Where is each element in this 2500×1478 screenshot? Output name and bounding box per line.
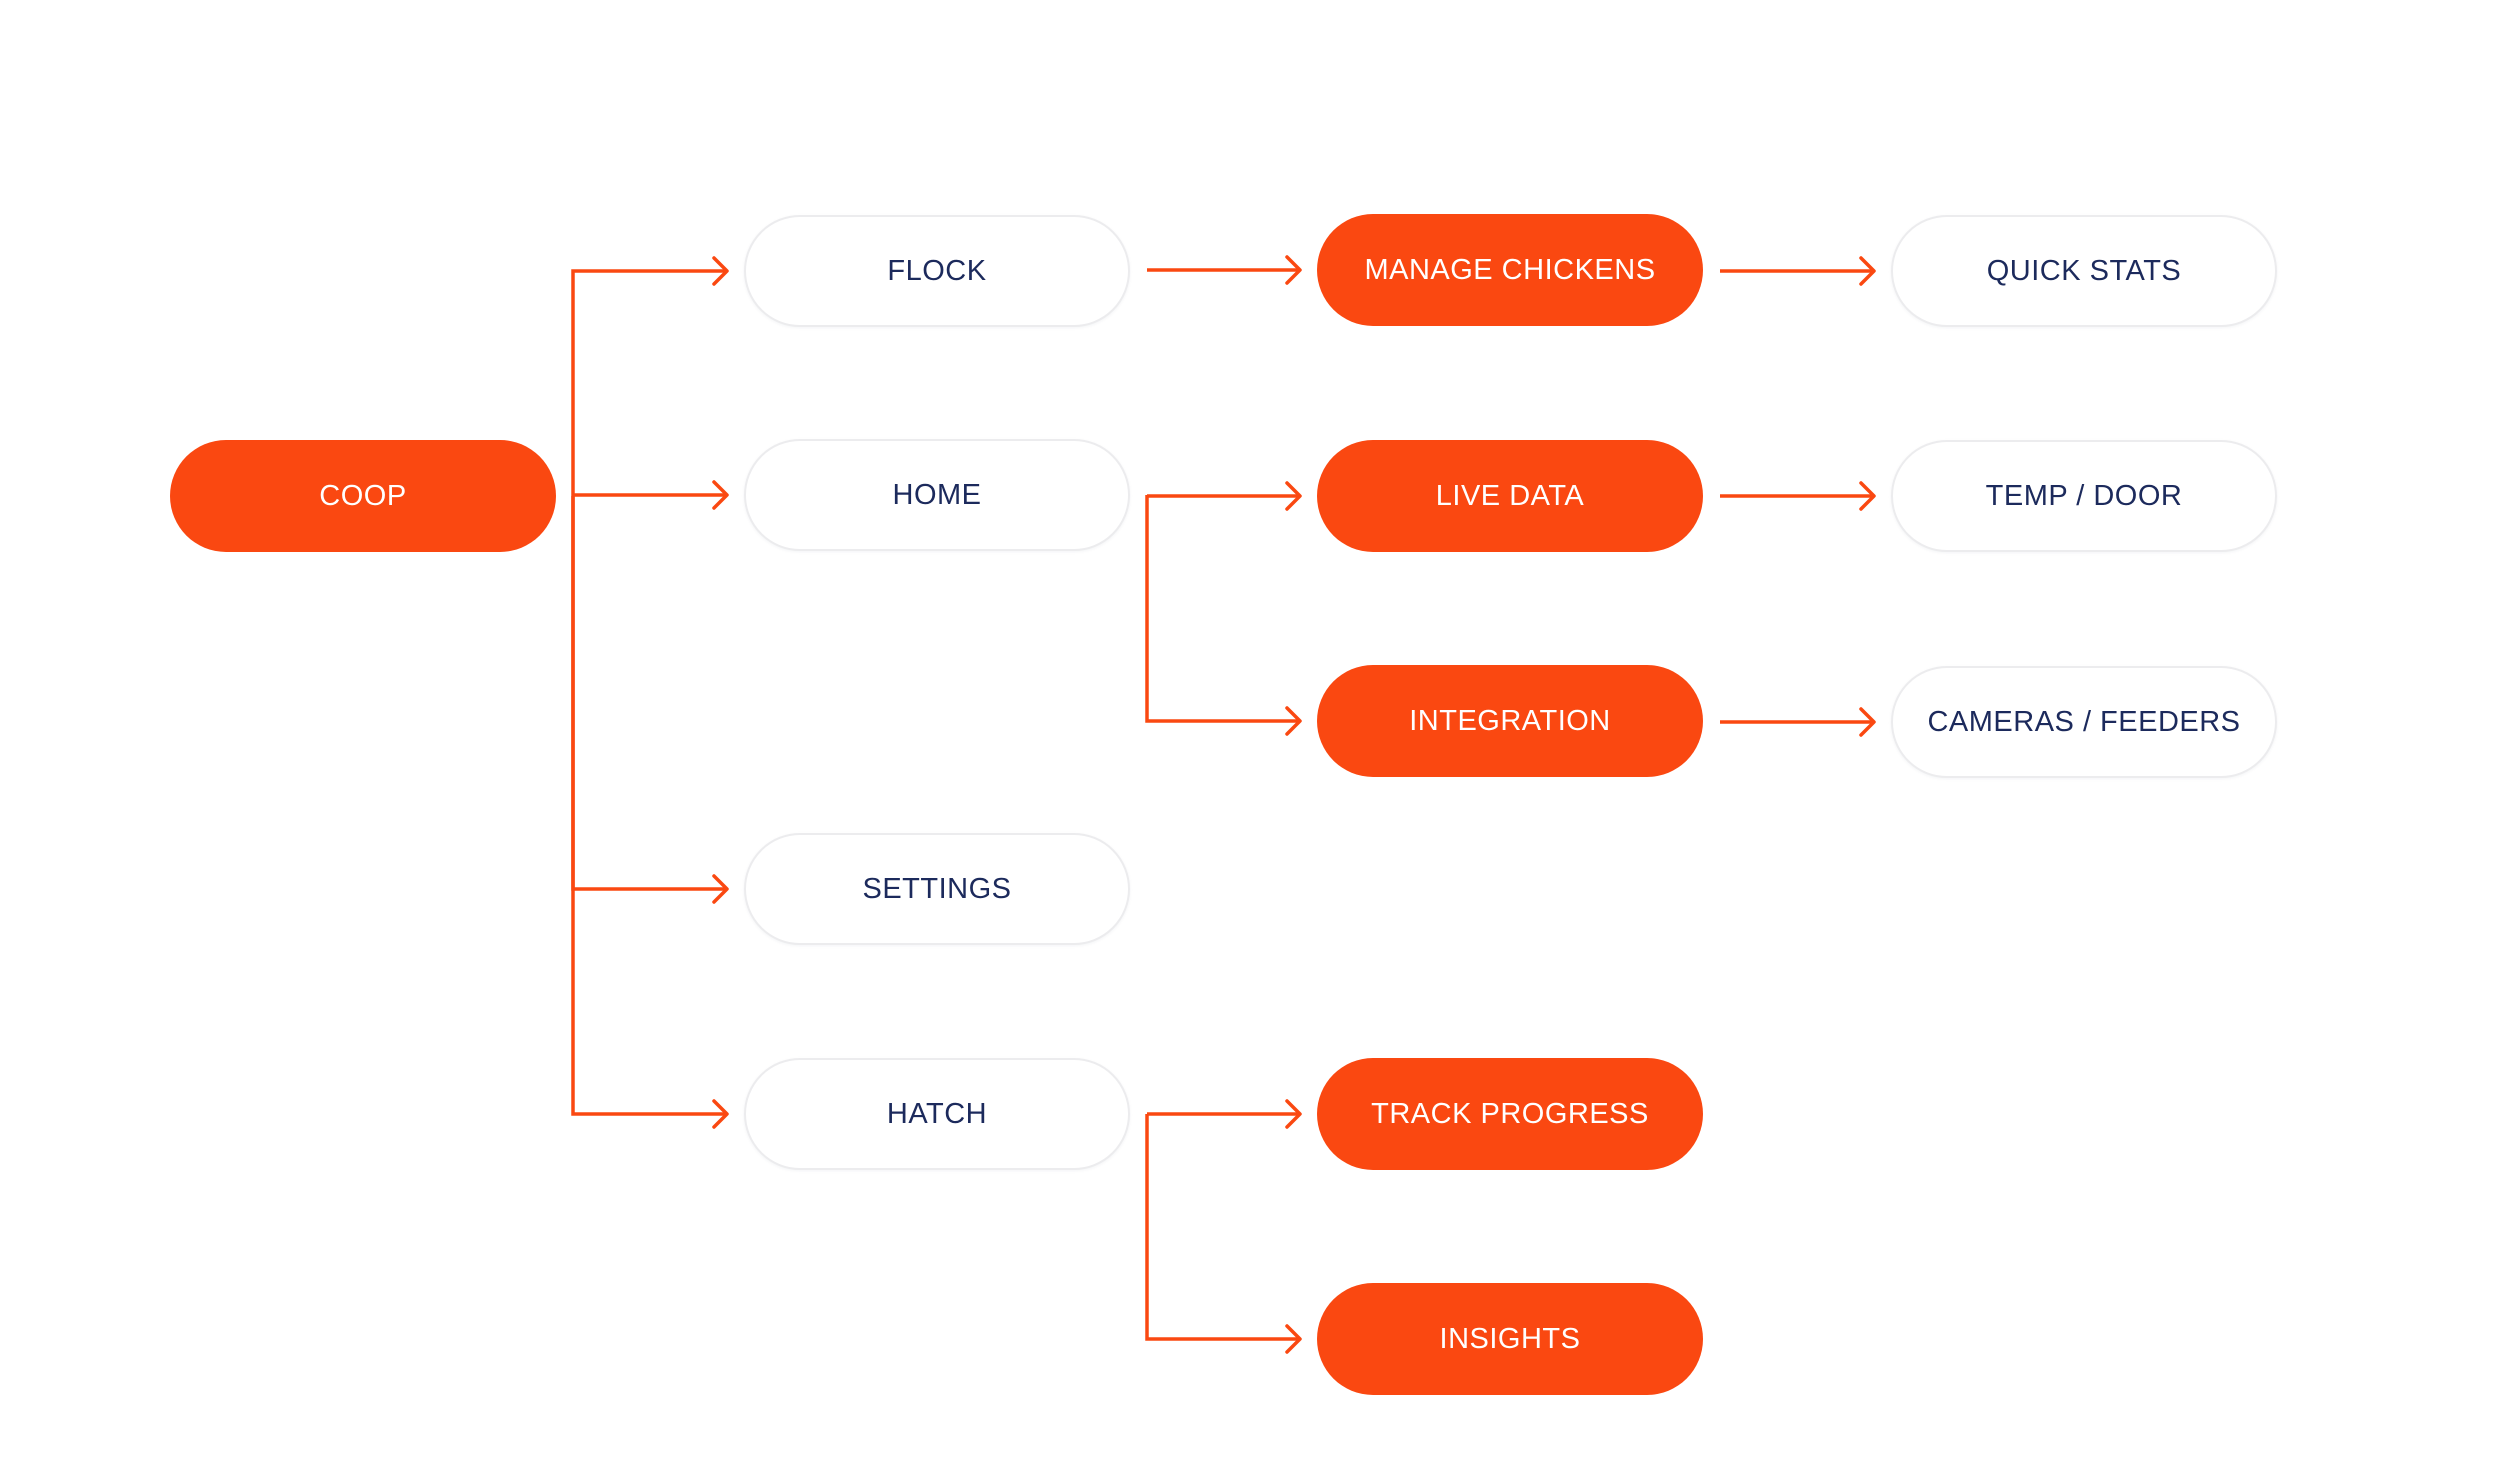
node-flock[interactable]: FLOCK xyxy=(744,215,1130,327)
connector-home-to-integration xyxy=(1145,495,1300,723)
arrowhead-icon xyxy=(712,480,729,510)
arrowhead-icon xyxy=(1285,1099,1302,1129)
arrowhead-icon xyxy=(712,1099,729,1129)
arrowhead-icon xyxy=(1285,481,1302,511)
arrowhead-icon xyxy=(1285,1324,1302,1354)
connector-coop-to-hatch xyxy=(571,496,727,1116)
arrowhead-icon xyxy=(1859,256,1876,286)
connector-coop-to-flock xyxy=(571,269,727,496)
node-settings[interactable]: SETTINGS xyxy=(744,833,1130,945)
connector-coop-to-settings xyxy=(571,496,727,891)
arrowhead-icon xyxy=(712,874,729,904)
node-temp-door[interactable]: TEMP / DOOR xyxy=(1891,440,2277,552)
node-hatch[interactable]: HATCH xyxy=(744,1058,1130,1170)
arrowhead-icon xyxy=(1285,255,1302,285)
node-insights[interactable]: INSIGHTS xyxy=(1317,1283,1703,1395)
connector-hatch-to-insights xyxy=(1145,1114,1300,1341)
node-cameras-feeders[interactable]: CAMERAS / FEEDERS xyxy=(1891,666,2277,778)
arrowhead-icon xyxy=(1859,707,1876,737)
node-track-progress[interactable]: TRACK PROGRESS xyxy=(1317,1058,1703,1170)
arrowhead-icon xyxy=(1859,481,1876,511)
arrowhead-icon xyxy=(1285,706,1302,736)
node-live-data[interactable]: LIVE DATA xyxy=(1317,440,1703,552)
node-integration[interactable]: INTEGRATION xyxy=(1317,665,1703,777)
node-home[interactable]: HOME xyxy=(744,439,1130,551)
node-manage-chickens[interactable]: MANAGE CHICKENS xyxy=(1317,214,1703,326)
node-quick-stats[interactable]: QUICK STATS xyxy=(1891,215,2277,327)
node-coop[interactable]: COOP xyxy=(170,440,556,552)
arrowhead-icon xyxy=(712,256,729,286)
